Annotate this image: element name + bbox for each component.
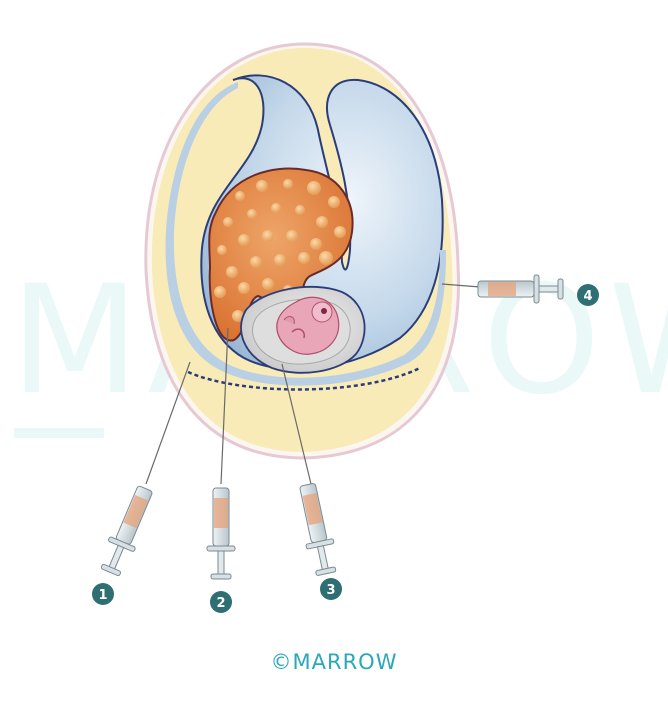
marker-2: 2 — [210, 591, 232, 613]
marker-2-label: 2 — [216, 596, 225, 611]
marker-1: 1 — [92, 583, 114, 605]
marrow-credit: ©MARROW — [0, 650, 668, 674]
credit-text: ©MARROW — [270, 650, 398, 674]
syringe-2 — [206, 487, 236, 580]
marker-1-label: 1 — [98, 588, 107, 603]
marker-3-label: 3 — [326, 583, 335, 598]
chorioallantoic-membrane — [165, 82, 447, 386]
yolk-granules — [214, 179, 346, 322]
shell-membrane-dotted — [187, 366, 421, 391]
syringe-4 — [477, 274, 564, 304]
marker-4-label: 4 — [583, 289, 592, 304]
syringe-1 — [100, 485, 153, 577]
watermark-underline — [14, 428, 104, 438]
needle-lines — [145, 283, 481, 485]
syringe-3 — [299, 483, 337, 576]
marker-3: 3 — [320, 578, 342, 600]
embryo — [276, 296, 340, 355]
marker-4: 4 — [577, 284, 599, 306]
